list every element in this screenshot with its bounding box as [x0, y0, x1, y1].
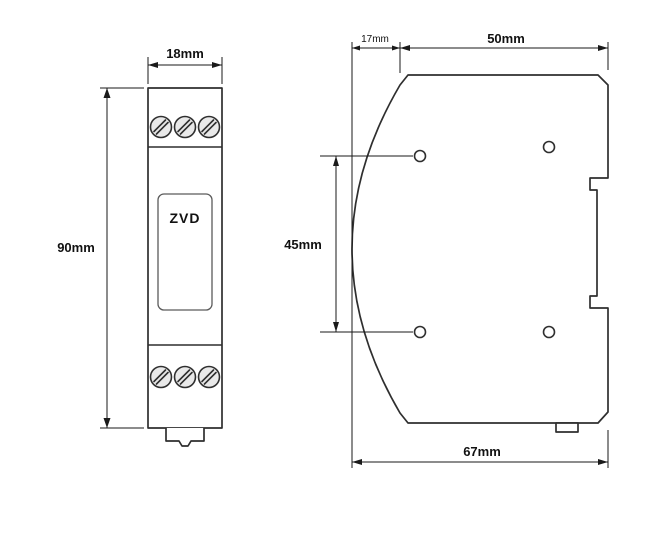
screw-slot — [201, 369, 215, 383]
screw-slot — [203, 121, 217, 135]
screw-head — [149, 115, 173, 139]
screw-slot — [153, 369, 167, 383]
terminal-screw-icon — [197, 115, 221, 139]
front-width-dimension-label: 18mm — [166, 46, 204, 61]
mounting-hole — [542, 325, 556, 339]
screw-head — [173, 365, 197, 389]
screw-slot — [201, 119, 215, 133]
screw-head — [197, 115, 221, 139]
arrowhead-icon — [352, 459, 362, 465]
bottom-terminal-block — [149, 365, 221, 389]
mounting-hole — [413, 325, 427, 339]
arrowhead-icon — [392, 45, 400, 51]
screw-slot — [153, 119, 167, 133]
side-flange-depth-dimension-label: 17mm — [361, 34, 389, 45]
device-label: ZVD — [170, 210, 201, 226]
arrowhead-icon — [333, 322, 339, 332]
din-release-foot — [555, 422, 579, 433]
arrowhead-icon — [148, 62, 158, 68]
arrowhead-icon — [103, 418, 111, 428]
screw-head — [173, 115, 197, 139]
mounting-hole — [413, 149, 427, 163]
mounting-hole — [542, 140, 556, 154]
terminal-screw-icon — [173, 115, 197, 139]
side-overall-depth-dimension-label: 67mm — [463, 444, 501, 459]
arrowhead-icon — [212, 62, 222, 68]
terminal-screw-icon — [149, 365, 173, 389]
screw-slot — [203, 371, 217, 385]
front-label-window — [157, 193, 213, 311]
screw-slot — [155, 371, 169, 385]
screw-head — [197, 365, 221, 389]
side-body-depth-dimension-label: 50mm — [487, 31, 525, 46]
side-hole-spacing-dimension-label: 45mm — [284, 237, 322, 252]
screw-head — [149, 365, 173, 389]
screw-slot — [177, 119, 191, 133]
side-profile-outline — [351, 74, 609, 424]
arrowhead-icon — [598, 45, 608, 51]
arrowhead-icon — [400, 45, 410, 51]
screw-slot — [179, 371, 193, 385]
arrowhead-icon — [103, 88, 111, 98]
screw-slot — [155, 121, 169, 135]
din-clip-tab — [165, 428, 205, 447]
terminal-screw-icon — [173, 365, 197, 389]
screw-slot — [179, 121, 193, 135]
arrowhead-icon — [598, 459, 608, 465]
top-terminal-block — [149, 115, 221, 139]
front-height-dimension-label: 90mm — [57, 240, 95, 255]
arrowhead-icon — [352, 45, 360, 51]
arrowhead-icon — [333, 156, 339, 166]
front-view: ZVD — [147, 87, 223, 447]
front-view-dimensions: 18mm 90mm — [57, 46, 223, 429]
terminal-screw-icon — [197, 365, 221, 389]
terminal-screw-icon — [149, 115, 173, 139]
side-view-dimensions: 50mm 17mm 45mm 67mm — [284, 31, 609, 468]
screw-slot — [177, 369, 191, 383]
side-view — [351, 74, 609, 433]
